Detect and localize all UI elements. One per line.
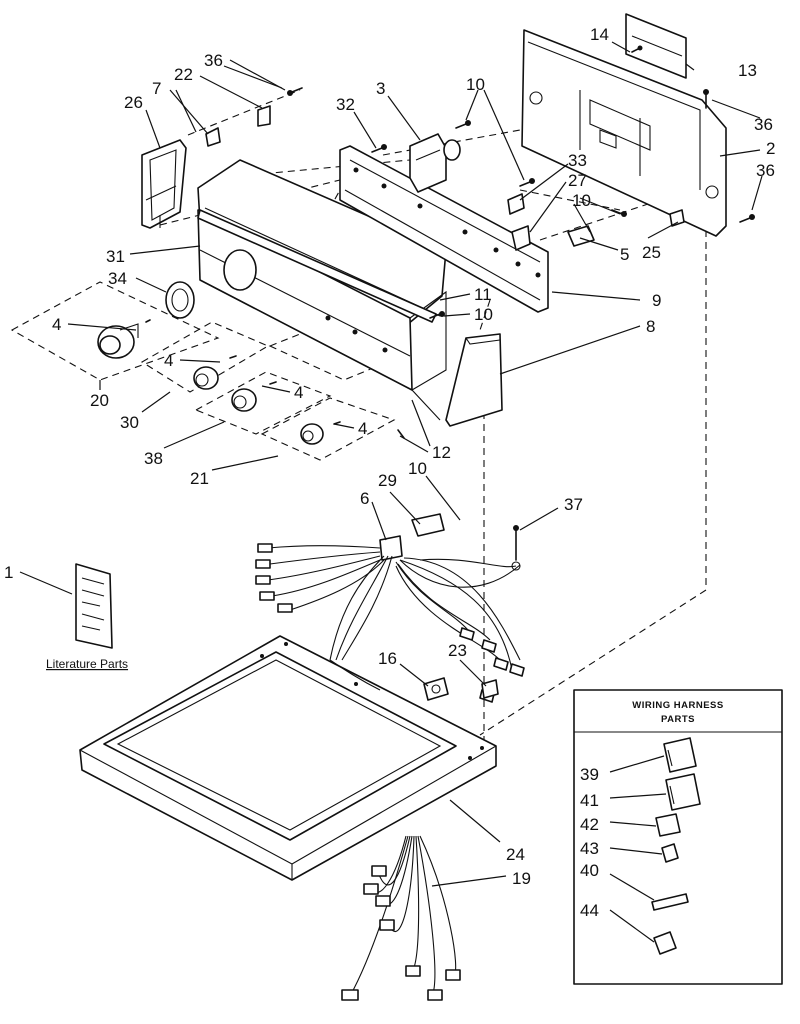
right-end-cap bbox=[445, 333, 503, 427]
callout-11: 11 bbox=[474, 285, 492, 304]
console-panel bbox=[197, 159, 447, 421]
callout-22: 22 bbox=[174, 65, 193, 84]
timer-component bbox=[409, 133, 461, 193]
cover-plate bbox=[625, 13, 687, 79]
callout-40: 40 bbox=[580, 861, 599, 880]
callout-20: 20 bbox=[90, 391, 109, 410]
connector-41 bbox=[665, 773, 701, 811]
callout-36-right: 36 bbox=[754, 115, 773, 134]
literature-booklet bbox=[75, 563, 113, 649]
callout-30: 30 bbox=[120, 413, 139, 432]
rear-panel bbox=[521, 29, 727, 237]
connector-39 bbox=[663, 737, 697, 773]
control-bracket bbox=[339, 145, 549, 313]
callout-labels: 36 22 7 26 32 3 10 14 13 36 2 36 33 27 1… bbox=[4, 25, 775, 920]
callout-19: 19 bbox=[512, 869, 531, 888]
callout-16: 16 bbox=[378, 649, 397, 668]
timer-knob bbox=[97, 323, 139, 359]
callout-34: 34 bbox=[108, 269, 127, 288]
callout-26: 26 bbox=[124, 93, 143, 112]
knob-ring bbox=[165, 281, 195, 319]
callout-7: 7 bbox=[152, 79, 161, 98]
callout-39: 39 bbox=[580, 765, 599, 784]
harness-box-title-1: WIRING HARNESS bbox=[632, 700, 723, 711]
callout-21: 21 bbox=[190, 469, 209, 488]
selector-knob-38 bbox=[231, 388, 257, 412]
connector-44 bbox=[653, 931, 677, 955]
literature-caption: Literature Parts bbox=[46, 657, 128, 671]
callout-10-top: 10 bbox=[466, 75, 485, 94]
callout-33: 33 bbox=[568, 151, 587, 170]
selector-knob-21 bbox=[300, 423, 324, 445]
callout-31: 31 bbox=[106, 247, 125, 266]
lower-wiring-harness bbox=[341, 835, 461, 1001]
callout-37: 37 bbox=[564, 495, 583, 514]
callout-29: 29 bbox=[378, 471, 397, 490]
selector-knob-30 bbox=[193, 366, 219, 390]
callout-27: 27 bbox=[568, 171, 587, 190]
callout-9: 9 bbox=[652, 291, 661, 310]
connector-43 bbox=[661, 843, 679, 863]
callout-42: 42 bbox=[580, 815, 599, 834]
callout-43: 43 bbox=[580, 839, 599, 858]
callout-44: 44 bbox=[580, 901, 599, 920]
left-end-cap bbox=[141, 139, 187, 229]
knob-group-outlines bbox=[10, 281, 414, 461]
callout-8: 8 bbox=[646, 317, 655, 336]
callout-36-lower: 36 bbox=[756, 161, 775, 180]
top-panel bbox=[79, 635, 497, 881]
small-hardware bbox=[145, 45, 755, 439]
harness-parts-box: WIRING HARNESS PARTS bbox=[573, 689, 783, 985]
callout-14: 14 bbox=[590, 25, 609, 44]
callout-38: 38 bbox=[144, 449, 163, 468]
callout-4-d: 4 bbox=[358, 419, 367, 438]
callout-23: 23 bbox=[448, 641, 467, 660]
callout-4-b: 4 bbox=[164, 351, 173, 370]
callout-10-harness: 10 bbox=[408, 459, 427, 478]
callout-3: 3 bbox=[376, 79, 385, 98]
trim-strip bbox=[197, 209, 437, 323]
terminal-40 bbox=[651, 893, 689, 911]
upper-wiring-harness bbox=[255, 513, 525, 703]
callout-13: 13 bbox=[738, 61, 757, 80]
callout-5: 5 bbox=[620, 245, 629, 264]
callout-24: 24 bbox=[506, 845, 525, 864]
harness-box-title-2: PARTS bbox=[661, 714, 695, 725]
callout-41: 41 bbox=[580, 791, 599, 810]
callout-4-c: 4 bbox=[294, 383, 303, 402]
callout-6: 6 bbox=[360, 489, 369, 508]
callout-32: 32 bbox=[336, 95, 355, 114]
clip-23 bbox=[481, 679, 499, 699]
callout-leaders bbox=[19, 41, 763, 943]
callout-10-mid: 10 bbox=[572, 191, 591, 210]
connector-42 bbox=[655, 813, 681, 837]
callout-25: 25 bbox=[642, 243, 661, 262]
callout-1: 1 bbox=[4, 563, 13, 582]
callout-12: 12 bbox=[432, 443, 451, 462]
callout-2: 2 bbox=[766, 139, 775, 158]
callout-36-top: 36 bbox=[204, 51, 223, 70]
callout-10-low: 10 bbox=[474, 305, 493, 324]
callout-4-a: 4 bbox=[52, 315, 61, 334]
clip-16 bbox=[423, 677, 449, 701]
